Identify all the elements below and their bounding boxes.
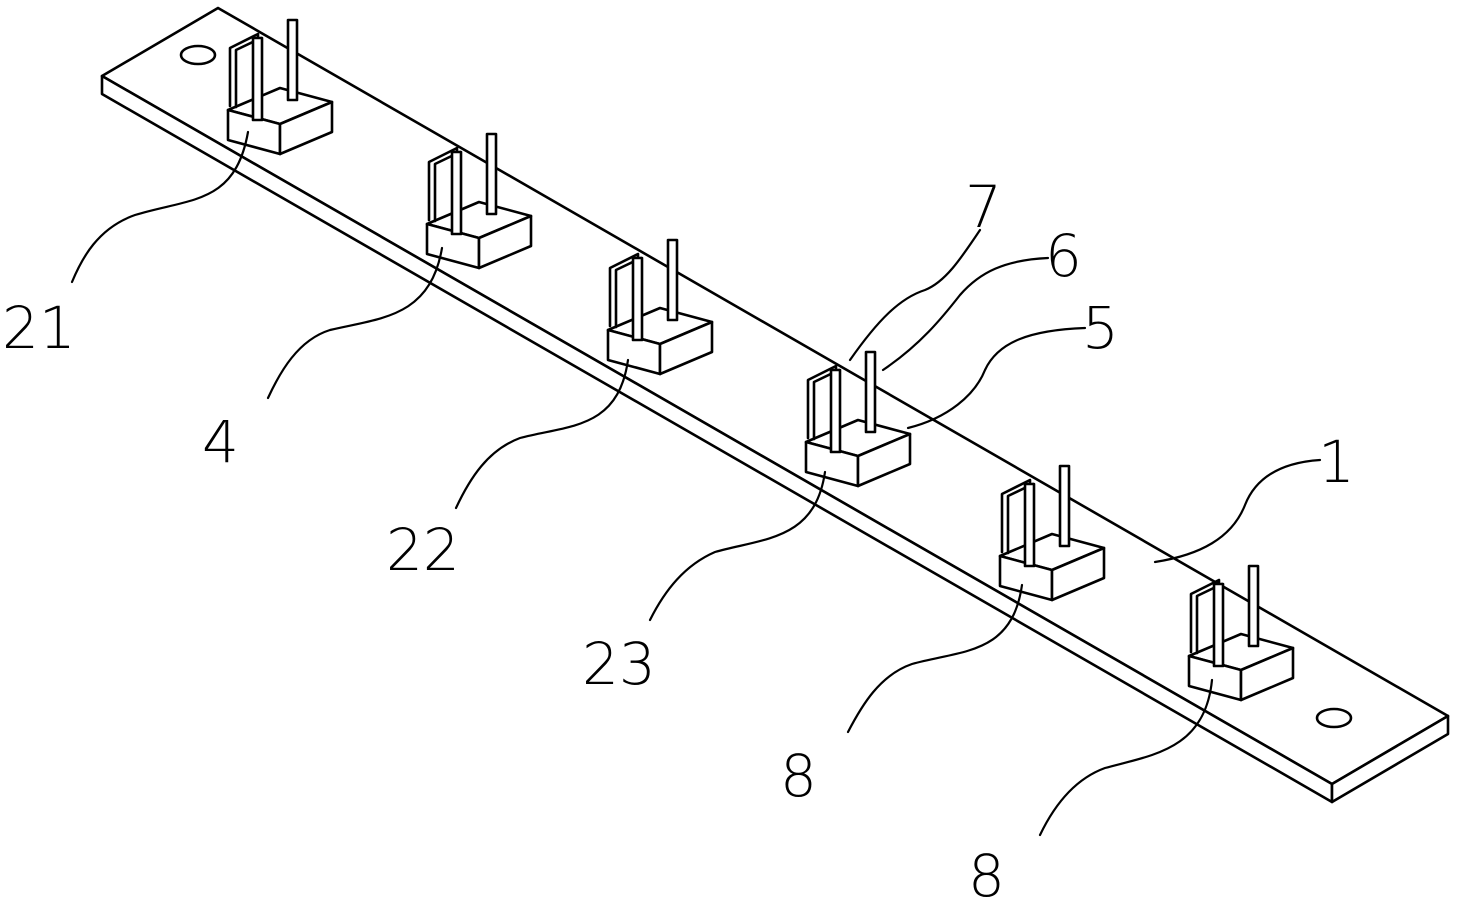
- mounting-hole-right: [1315, 707, 1353, 729]
- ref-label-1: 1: [1318, 428, 1355, 496]
- ref-label-4: 4: [202, 408, 239, 476]
- pin: [1212, 582, 1225, 668]
- sensor-component: [998, 464, 1106, 602]
- leader-7: [848, 228, 982, 362]
- leader-4: [266, 246, 444, 400]
- leader-lines: [70, 130, 1322, 837]
- leader-8b: [1038, 678, 1214, 837]
- leader-6: [881, 256, 1050, 372]
- sensor-component: [606, 238, 714, 376]
- ref-label-8a: 8: [780, 742, 817, 810]
- pin: [631, 256, 644, 342]
- pin: [251, 36, 264, 122]
- leader-23: [648, 470, 827, 622]
- ref-label-23: 23: [582, 630, 656, 698]
- ref-label-6: 6: [1045, 222, 1082, 290]
- pin: [450, 150, 463, 236]
- leader-21: [70, 130, 250, 284]
- reference-labels: 21 4 22 23 7 6 5 1 8 8: [2, 173, 1355, 904]
- ref-label-8b: 8: [968, 842, 1005, 904]
- pin: [286, 18, 299, 102]
- leader-5: [906, 326, 1087, 430]
- mounting-strip: [100, 6, 1450, 804]
- sensor-component: [804, 350, 912, 488]
- sensor-component: [425, 132, 533, 270]
- pin: [666, 238, 679, 322]
- ref-label-7: 7: [965, 173, 1002, 241]
- mounting-hole-left: [179, 44, 217, 66]
- pin: [1247, 564, 1260, 648]
- pin: [829, 368, 842, 454]
- leader-1: [1153, 458, 1322, 564]
- sensor-component: [226, 18, 334, 156]
- pin: [864, 350, 877, 434]
- ref-label-22: 22: [386, 516, 460, 584]
- leader-22: [454, 358, 630, 510]
- pin: [1058, 464, 1071, 548]
- ref-label-5: 5: [1082, 294, 1119, 362]
- sensor-component: [1187, 564, 1295, 702]
- sensor-components: [226, 18, 1295, 702]
- ref-label-21: 21: [2, 294, 76, 362]
- leader-8a: [846, 583, 1024, 734]
- pin: [1023, 482, 1036, 568]
- pin: [485, 132, 498, 216]
